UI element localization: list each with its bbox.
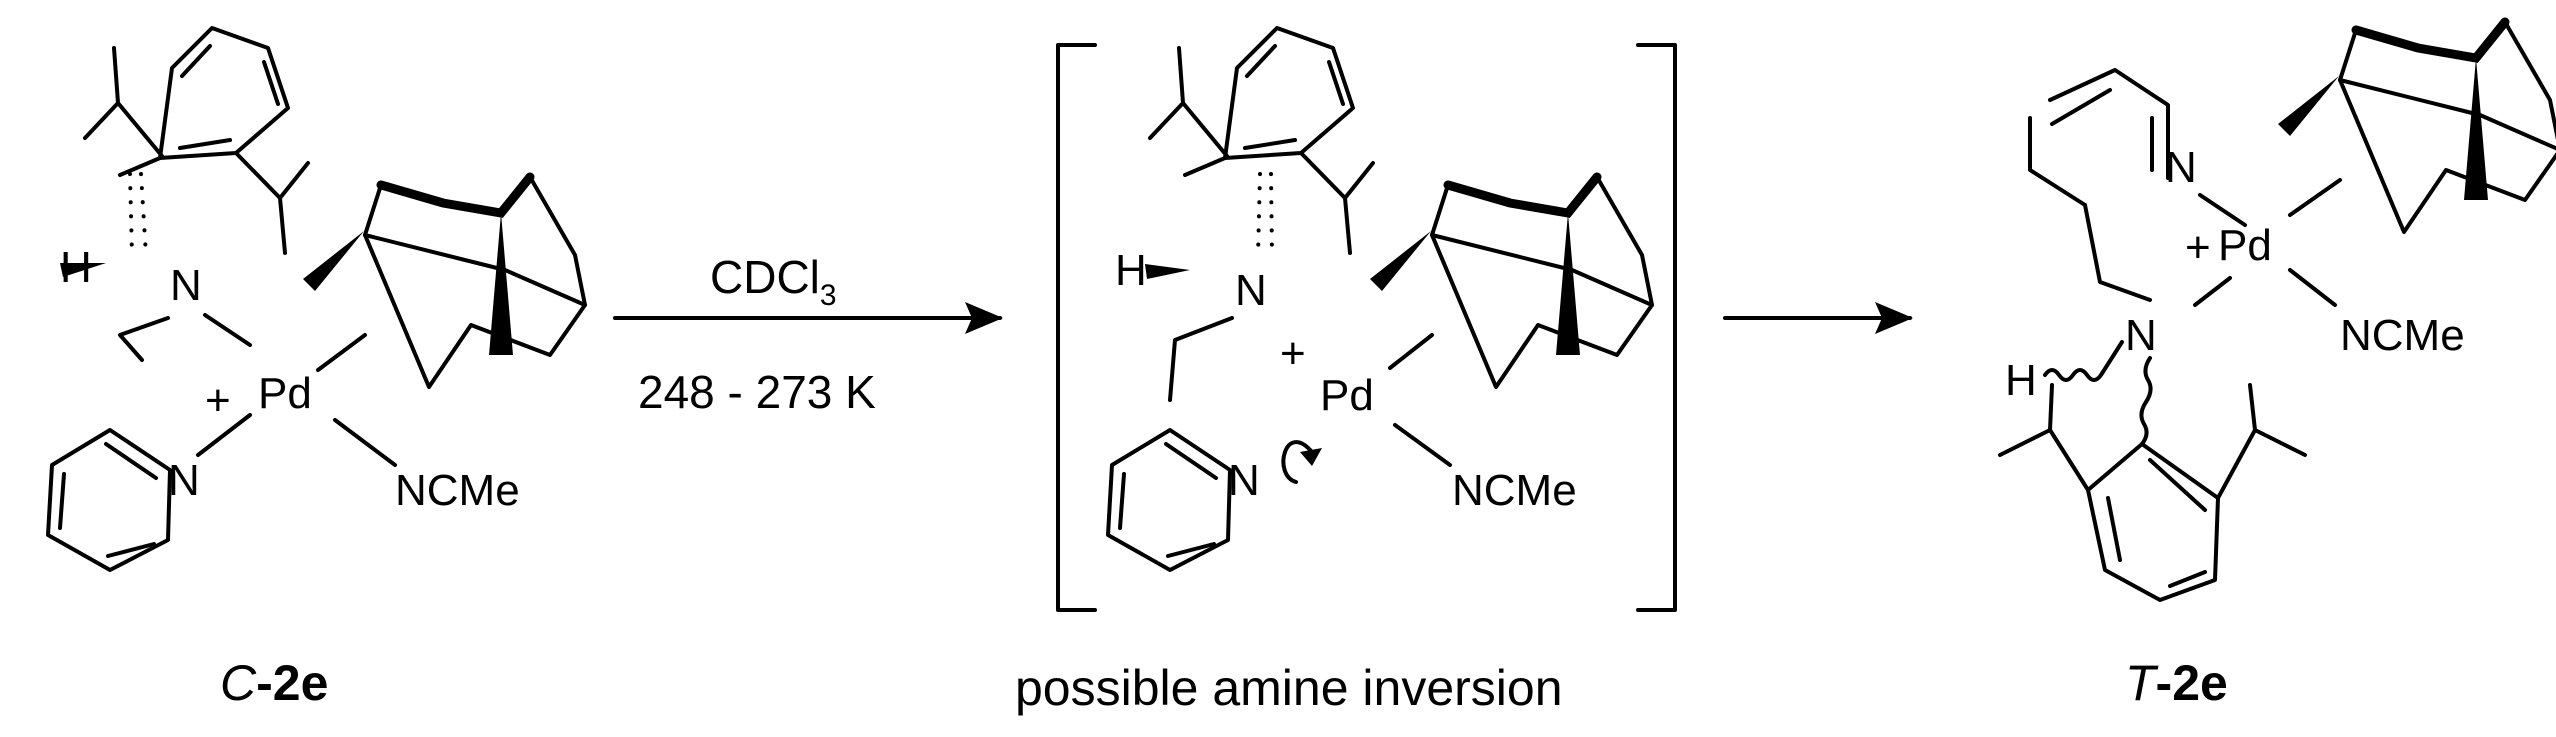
wavy-bond-h [2043, 340, 2124, 382]
compound-c-2e: H N + Pd NCMe N [46, 26, 585, 572]
intermediate-bracketed: H N + Pd NCMe N [1056, 26, 1677, 612]
bracket-left [1056, 43, 1097, 612]
ligand-ncme-t: NCMe [2340, 311, 2465, 360]
charge-plus: + [205, 376, 231, 425]
caption-start: C-2e [220, 655, 328, 711]
ligand-ncme-int: NCMe [1452, 466, 1577, 515]
atom-n-amine-t: N [2125, 311, 2157, 360]
charge-plus-int: + [1280, 329, 1306, 378]
atom-n-pyridine-int: N [1228, 456, 1260, 505]
charge-plus-t: + [2185, 223, 2211, 272]
solvent-label: CDCl3 [710, 251, 837, 312]
ligand-ncme: NCMe [395, 466, 520, 515]
compound-t-2e: N + Pd NCMe N H [1998, 22, 2556, 602]
bracket-right [1636, 43, 1677, 612]
atom-h-t: H [2005, 356, 2037, 405]
atom-pd-t: Pd [2218, 221, 2272, 270]
caption-intermediate: possible amine inversion [1015, 660, 1563, 716]
atom-pd-int: Pd [1320, 371, 1374, 420]
atom-h-int: H [1115, 246, 1147, 295]
caption-product: T-2e [2125, 655, 2228, 711]
atom-n-pyridine-t: N [2165, 143, 2197, 192]
reaction-arrow-1: CDCl3 248 - 273 K [613, 251, 1003, 418]
atom-n-amine: N [170, 261, 202, 310]
atom-pd: Pd [258, 369, 312, 418]
wavy-bond-aryl [2139, 356, 2153, 446]
atom-h: H [60, 243, 92, 292]
atom-n-amine-int: N [1235, 266, 1267, 315]
rotation-arrow [1281, 440, 1314, 484]
reaction-arrow-2 [1723, 302, 1913, 334]
atom-n-pyridine: N [168, 456, 200, 505]
temperature-label: 248 - 273 K [638, 366, 876, 418]
